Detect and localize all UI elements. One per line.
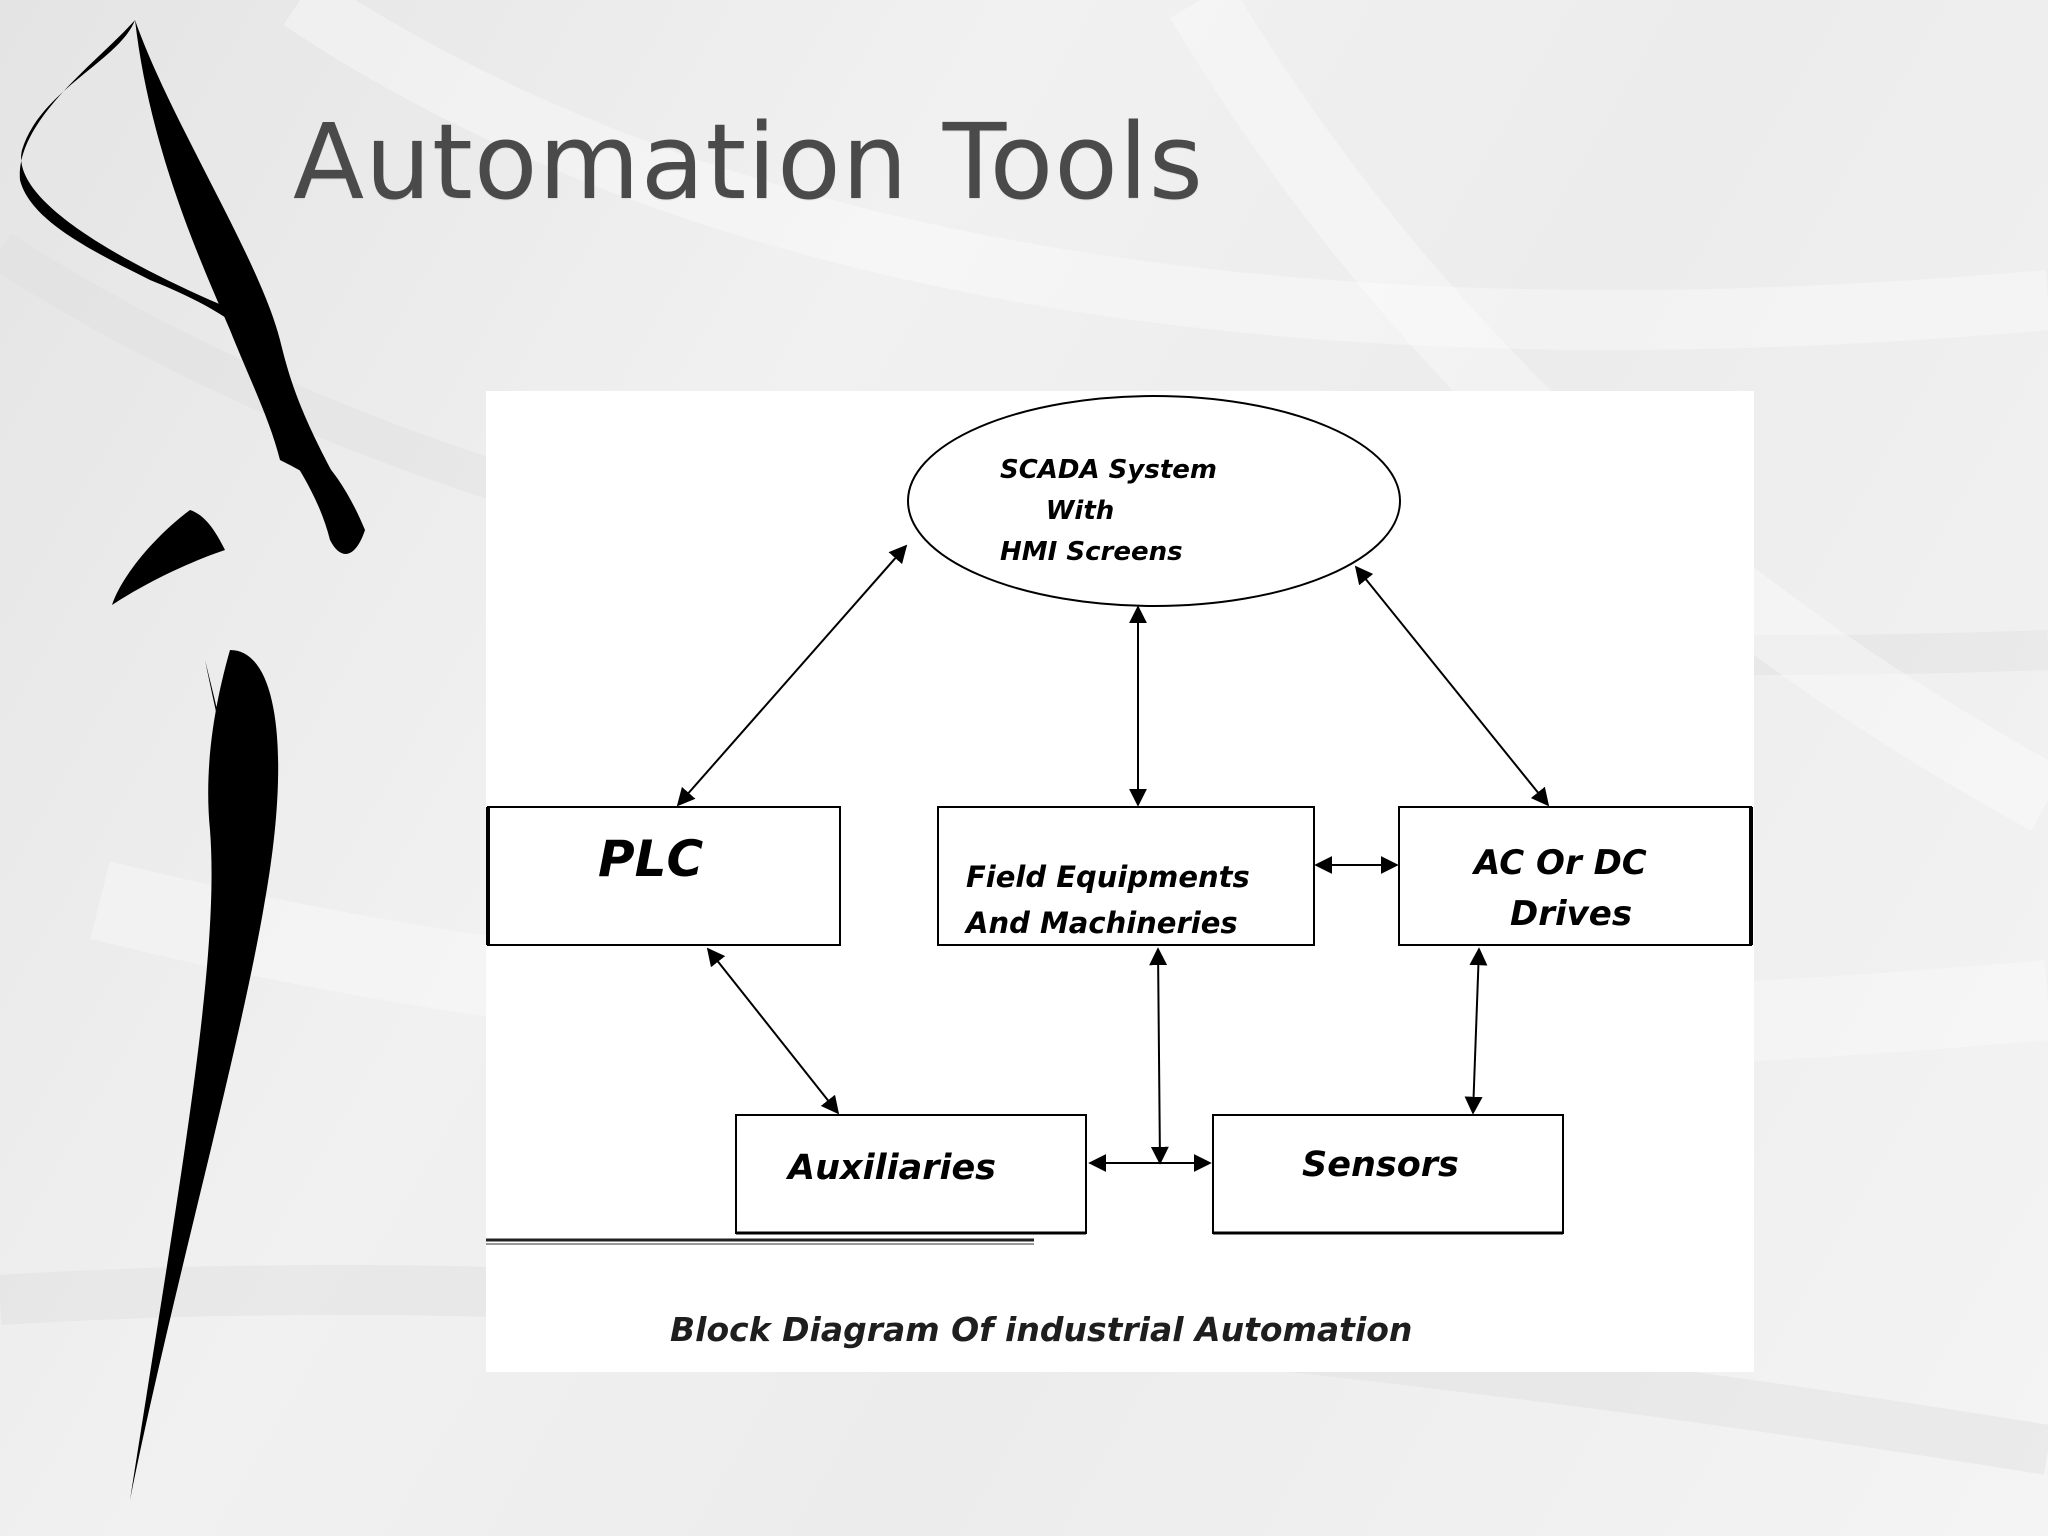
- scada-label-line: With: [1045, 496, 1115, 526]
- field-equipment-label: Field Equipments And Machineries: [966, 854, 1250, 946]
- auxiliaries-label: Auxiliaries: [788, 1148, 997, 1188]
- drives-label-line: Drives: [1510, 894, 1633, 934]
- arrow-field-bottom: [1149, 947, 1169, 1165]
- plc-label: PLC: [598, 830, 704, 888]
- slide-title: Automation Tools: [293, 101, 1204, 223]
- arrow-scada-drives: [1354, 565, 1550, 807]
- scada-ellipse: [907, 395, 1401, 607]
- drives-box: [1398, 806, 1752, 946]
- arrow-drives-sensors: [1464, 947, 1488, 1115]
- decorative-swirl-graphic: [19, 20, 365, 1500]
- field-label-line: Field Equipments: [966, 860, 1250, 894]
- diagram-caption: Block Diagram Of industrial Automation: [670, 1310, 1413, 1349]
- field-label-line: And Machineries: [966, 906, 1238, 940]
- field-equipment-box: [937, 806, 1315, 946]
- arrow-scada-plc: [676, 544, 908, 807]
- scada-label-line: HMI Screens: [1000, 537, 1183, 567]
- arrow-plc-auxiliaries: [706, 947, 840, 1115]
- drives-label: AC Or DC Drives: [1474, 838, 1647, 940]
- sensors-label: Sensors: [1302, 1145, 1459, 1185]
- diagram-canvas: [486, 395, 1753, 1245]
- drives-label-line: AC Or DC: [1474, 843, 1647, 883]
- block-diagram: SCADA System With HMI Screens PLC Field …: [486, 391, 1754, 1372]
- scada-label-line: SCADA System: [1000, 455, 1217, 485]
- auxiliaries-box: [735, 1114, 1087, 1234]
- sensors-box: [1212, 1114, 1564, 1234]
- scada-label: SCADA System With HMI Screens: [1000, 450, 1217, 573]
